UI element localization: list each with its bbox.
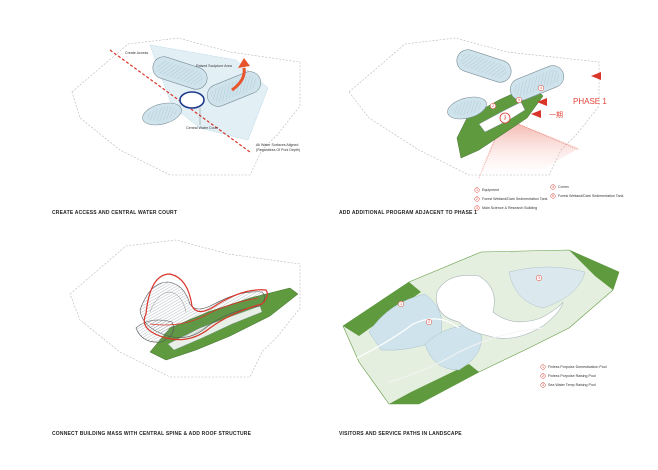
marker-3: 3	[499, 112, 511, 124]
legend-item: 5 Forest Wetland/Dark Sedimentation Tank	[550, 193, 624, 199]
svg-text:Sea Water Temp Raising Pool: Sea Water Temp Raising Pool	[548, 383, 596, 387]
svg-text:Forest Wetland/Dark Sedimentat: Forest Wetland/Dark Sedimentation Tank	[558, 194, 624, 198]
svg-text:Finless Porpoise Raising Pool: Finless Porpoise Raising Pool	[548, 374, 596, 378]
legend: 1 Equipment 2 Forest Wetland/Dark Sediment…	[474, 184, 624, 211]
panel-connect-mass: CONNECT BUILDING MASS WITH CENTRAL SPINE…	[0, 232, 329, 465]
svg-text:2: 2	[542, 374, 544, 378]
svg-text:2: 2	[476, 197, 478, 201]
legend: 1 Finless Porpoise Domestication Pool 2 Fi…	[540, 364, 607, 388]
diagram-connect-mass	[69, 239, 301, 378]
pod-upper	[456, 49, 512, 83]
label-create-access: Create Access	[125, 51, 148, 55]
service-path	[388, 327, 544, 383]
svg-text:1: 1	[476, 188, 478, 192]
svg-text:Forest Wetland/Dark Sedimentat: Forest Wetland/Dark Sedimentation Tank	[482, 197, 548, 201]
pod-right	[509, 65, 565, 101]
caption-visitor-paths: VISITORS AND SERVICE PATHS IN LANDSCAPE	[339, 431, 462, 437]
pod-lower	[447, 96, 487, 120]
svg-text:3: 3	[542, 383, 544, 387]
caption-create-access: CREATE ACCESS AND CENTRAL WATER COURT	[52, 210, 178, 216]
pool	[368, 293, 443, 351]
label-note-1: All Water Surfaces Aligned	[256, 143, 298, 147]
pod-lower	[142, 102, 182, 126]
central-spine	[143, 273, 268, 341]
marker-3: 3	[535, 274, 543, 282]
svg-text:3: 3	[504, 115, 507, 121]
diagram-create-access: Create Access Raised Sculpture Area Cent…	[71, 37, 301, 176]
legend-item: 2 Forest Wetland/Dark Sedimentation Tank	[474, 196, 548, 202]
svg-text:1: 1	[400, 302, 402, 306]
marker-5: 5	[515, 96, 523, 104]
label-central-court: Central Water Court	[186, 126, 218, 130]
legend-item: 2 Finless Porpoise Raising Pool	[540, 373, 596, 379]
legend-item: 3 Sea Water Temp Raising Pool	[540, 382, 596, 388]
svg-text:Main Science & Research Buildi: Main Science & Research Building	[482, 206, 537, 210]
marker-4: 4	[537, 84, 545, 92]
panel-create-access: Create Access Raised Sculpture Area Cent…	[0, 0, 329, 232]
phase-glyph: 一期	[549, 111, 563, 119]
caption-connect-mass: CONNECT BUILDING MASS WITH CENTRAL SPINE…	[52, 431, 252, 437]
building-mass	[436, 275, 564, 339]
marker-2: 2	[425, 318, 433, 326]
legend-item: 1 Equipment	[474, 187, 499, 193]
svg-text:5: 5	[552, 194, 554, 198]
caption-add-program: ADD ADDITIONAL PROGRAM ADJACENT TO PHASE…	[339, 210, 478, 216]
pod-upper	[152, 56, 208, 90]
arrow-icon	[537, 98, 547, 106]
arrow-icon	[591, 72, 601, 80]
legend-item: 4 Comm	[550, 184, 569, 190]
central-court-ring	[179, 91, 205, 109]
arrow-icon	[231, 67, 246, 92]
pool	[508, 266, 586, 309]
svg-text:2: 2	[492, 104, 494, 108]
svg-text:1: 1	[542, 365, 544, 369]
svg-text:2: 2	[428, 320, 430, 324]
phase-label: PHASE 1	[573, 97, 607, 106]
svg-text:4: 4	[552, 185, 554, 189]
arrow-icon	[531, 110, 541, 118]
svg-text:Finless Porpoise Domestication: Finless Porpoise Domestication Pool	[548, 365, 607, 369]
marker-2: 2	[489, 102, 497, 110]
svg-text:3: 3	[538, 276, 540, 280]
legend-item: 3 Main Science & Research Building	[474, 205, 537, 211]
svg-text:Equipment: Equipment	[482, 188, 499, 192]
svg-text:Comm: Comm	[558, 185, 569, 189]
visitor-path	[356, 318, 460, 359]
label-note-2: (Regardless Of Pool Depth)	[256, 148, 300, 152]
marker-1: 1	[397, 300, 405, 308]
svg-text:4: 4	[540, 86, 542, 90]
legend-item: 1 Finless Porpoise Domestication Pool	[540, 364, 607, 370]
svg-text:5: 5	[518, 98, 520, 102]
svg-text:3: 3	[476, 206, 478, 210]
label-water-area: Raised Sculpture Area	[196, 64, 232, 68]
